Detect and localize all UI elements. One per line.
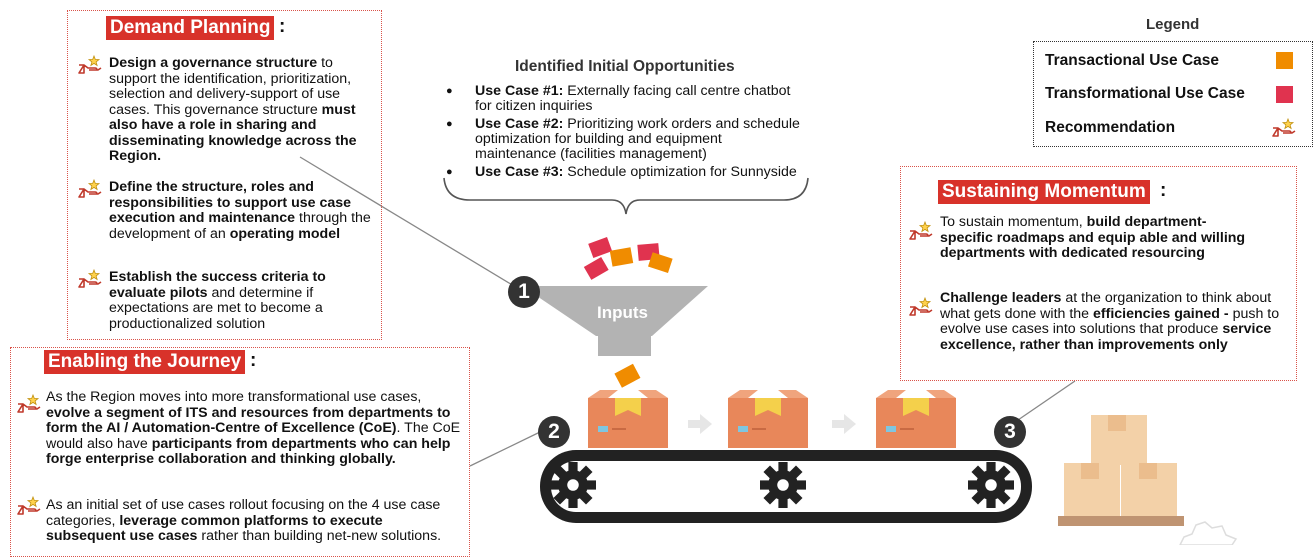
curly-brace xyxy=(443,177,809,215)
funnel xyxy=(522,286,708,356)
transformational-swatch xyxy=(1276,86,1293,103)
demand-item-1: Design a governance structure to support… xyxy=(109,55,371,165)
demand-planning-colon: : xyxy=(279,16,286,37)
text-run: must also have a role in sharing and dis… xyxy=(109,101,357,164)
conveyor-belt xyxy=(540,450,1032,523)
step-badge-2: 2 xyxy=(538,416,570,448)
sustaining-momentum-colon: : xyxy=(1160,180,1167,201)
text-run: efficiencies gained - xyxy=(1093,305,1233,322)
hand-star-icon xyxy=(909,297,933,317)
enabling-item-2: As an initial set of use cases rollout f… xyxy=(46,497,464,545)
text-run: build department-specific roadmaps and e… xyxy=(940,214,1246,261)
text-run: As an initial set of use cases rollout f… xyxy=(46,497,441,529)
sustaining-momentum-panel xyxy=(900,166,1297,381)
text-run: As the Region moves into more transforma… xyxy=(46,389,422,405)
connector-line-3 xyxy=(1017,380,1076,421)
text-run: evolve a segment of ITS and resources fr… xyxy=(46,404,451,436)
opportunity-item-1: Use Case #1: Externally facing call cent… xyxy=(446,84,806,114)
text-run: . The CoE would also have xyxy=(46,420,461,452)
text-run: leverage common platforms to execute sub… xyxy=(46,512,383,544)
opportunities-list: Use Case #1: Externally facing call cent… xyxy=(446,84,806,183)
demand-planning-title: Demand Planning xyxy=(106,16,275,40)
connector-line-1 xyxy=(299,156,515,287)
text-run: push to evolve use cases into solutions … xyxy=(940,305,1280,337)
hand-star-icon xyxy=(909,221,933,241)
hand-star-icon xyxy=(17,496,41,516)
legend-recommendation-label: Recommendation xyxy=(1045,119,1176,136)
text-run: to support the identification, prioritiz… xyxy=(109,55,352,118)
text-run: and determine if expectations are met to… xyxy=(109,284,323,332)
enabling-item-1: As the Region moves into more transforma… xyxy=(46,389,464,468)
enabling-journey-title: Enabling the Journey xyxy=(44,350,246,374)
text-run: participants from departments who can he… xyxy=(46,435,451,467)
hand-star-icon xyxy=(78,55,102,75)
decorative-badge-outline xyxy=(1179,521,1238,545)
stacked-boxes xyxy=(1058,415,1184,526)
falling-use-cases xyxy=(583,237,673,388)
text-run: through the development of an xyxy=(109,210,371,242)
box-1 xyxy=(588,390,668,448)
sustaining-item-1: To sustain momentum, build department-sp… xyxy=(940,214,1248,262)
text-run: Establish the success criteria to evalua… xyxy=(109,269,326,301)
arrow-1 xyxy=(688,414,712,434)
text-run: at the organization to think about what … xyxy=(940,290,1272,322)
step-badge-1: 1 xyxy=(508,276,540,308)
demand-item-3: Establish the success criteria to evalua… xyxy=(109,269,371,332)
process-illustration xyxy=(299,156,1238,545)
arrow-2 xyxy=(832,414,856,434)
text-run: operating model xyxy=(229,225,341,242)
legend-box: Transactional Use Case Transformational … xyxy=(1033,41,1313,147)
hand-star-icon xyxy=(1272,118,1296,138)
sustaining-item-2: Challenge leaders at the organization to… xyxy=(940,290,1292,353)
legend-transactional-label: Transactional Use Case xyxy=(1045,52,1220,69)
connector-line-2 xyxy=(469,431,541,467)
text-run: Design a governance structure xyxy=(109,55,318,71)
opportunity-item-2: Use Case #2: Prioritizing work orders an… xyxy=(446,117,806,162)
text-run: Define the structure, roles and responsi… xyxy=(109,179,352,226)
box-2 xyxy=(728,390,808,448)
legend-transformational-label: Transformational Use Case xyxy=(1045,85,1245,102)
box-3 xyxy=(876,390,956,448)
hand-star-icon xyxy=(17,394,41,414)
text-run: rather than building net-new solutions. xyxy=(197,528,442,544)
demand-item-2: Define the structure, roles and responsi… xyxy=(109,179,371,242)
transactional-swatch xyxy=(1276,52,1293,69)
hand-star-icon xyxy=(78,179,102,199)
enabling-journey-colon: : xyxy=(250,350,257,371)
funnel-label: Inputs xyxy=(597,303,648,322)
text-run: To sustain momentum, xyxy=(940,214,1087,230)
legend-title: Legend xyxy=(1146,16,1200,33)
sustaining-momentum-title: Sustaining Momentum xyxy=(938,180,1150,204)
opportunities-title: Identified Initial Opportunities xyxy=(515,58,735,75)
text-run: service excellence, rather than improvem… xyxy=(940,321,1272,353)
opportunity-item-3: Use Case #3: Schedule optimization for S… xyxy=(446,165,806,181)
hand-star-icon xyxy=(78,269,102,289)
step-badge-3: 3 xyxy=(994,416,1026,448)
text-run: Challenge leaders xyxy=(940,290,1062,306)
demand-planning-panel xyxy=(67,10,382,340)
